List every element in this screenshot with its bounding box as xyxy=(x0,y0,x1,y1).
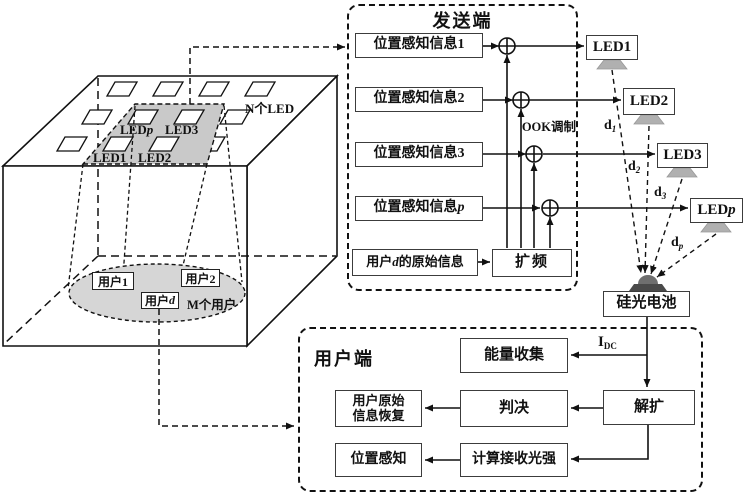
ceiling-led1-label: LED1 xyxy=(93,150,127,165)
transmitter-title: 发送端 xyxy=(432,11,493,31)
transmitter-frame xyxy=(347,4,578,291)
ceiling-ledp-label: LEDp xyxy=(120,122,154,137)
user-side-title: 用户端 xyxy=(314,349,374,369)
leds-to-transmitter-connector xyxy=(189,43,345,104)
despread-box: 解扩 xyxy=(603,390,695,425)
user2-box: 用户2 xyxy=(181,269,220,287)
room-hidden-edges xyxy=(3,78,336,345)
transmitter-arrows xyxy=(478,42,688,266)
m-user-label: M个用户 xyxy=(187,298,237,312)
position-sense-box: 位置感知 xyxy=(335,443,422,477)
position-info-1-label: 位置感知信息1 xyxy=(373,37,465,53)
ceiling-led2-label: LED2 xyxy=(138,150,172,165)
position-info-1-box: 位置感知信息1 xyxy=(355,33,483,58)
led-lamp-icons xyxy=(596,59,732,233)
user1-box: 用户1 xyxy=(92,272,134,290)
distance-rays xyxy=(611,69,717,278)
user-side-frame xyxy=(298,327,703,492)
decision-box: 判决 xyxy=(460,390,568,427)
distance-dp-label: dp xyxy=(671,235,684,251)
led3-box: LED3 xyxy=(657,143,708,168)
ceiling-led3-label: LED3 xyxy=(165,122,199,137)
calc-light-box: 计算接收光强 xyxy=(460,443,568,477)
photodetector-base-icon xyxy=(629,284,667,291)
position-info-p-label: 位置感知信息 xyxy=(373,200,458,216)
spreading-box: 扩频 xyxy=(492,249,572,277)
photodetector-dome-icon xyxy=(638,275,658,284)
xor-adder-icons xyxy=(498,37,559,217)
distance-d3-label: d3 xyxy=(654,185,667,201)
distance-d2-label: d2 xyxy=(628,159,641,175)
position-info-2-box: 位置感知信息2 xyxy=(355,87,483,112)
position-info-2-label: 位置感知信息2 xyxy=(373,91,465,107)
distance-d1-label: d1 xyxy=(604,118,617,134)
n-led-label: N个LED xyxy=(245,101,295,116)
position-info-3-box: 位置感知信息3 xyxy=(355,142,483,167)
position-info-3-label: 位置感知信息3 xyxy=(373,146,465,162)
led1-box: LED1 xyxy=(586,35,638,60)
led2-box: LED2 xyxy=(623,88,675,115)
ook-modulation-label: OOK调制 xyxy=(521,120,576,134)
silicon-cell-box: 硅光电池 xyxy=(603,291,690,317)
idc-label: IDC xyxy=(598,334,617,351)
recover-box: 用户原始 信息恢复 xyxy=(335,390,422,427)
user-origin-info-label: 用户 xyxy=(366,254,393,270)
energy-harvest-box: 能量收集 xyxy=(460,338,568,373)
